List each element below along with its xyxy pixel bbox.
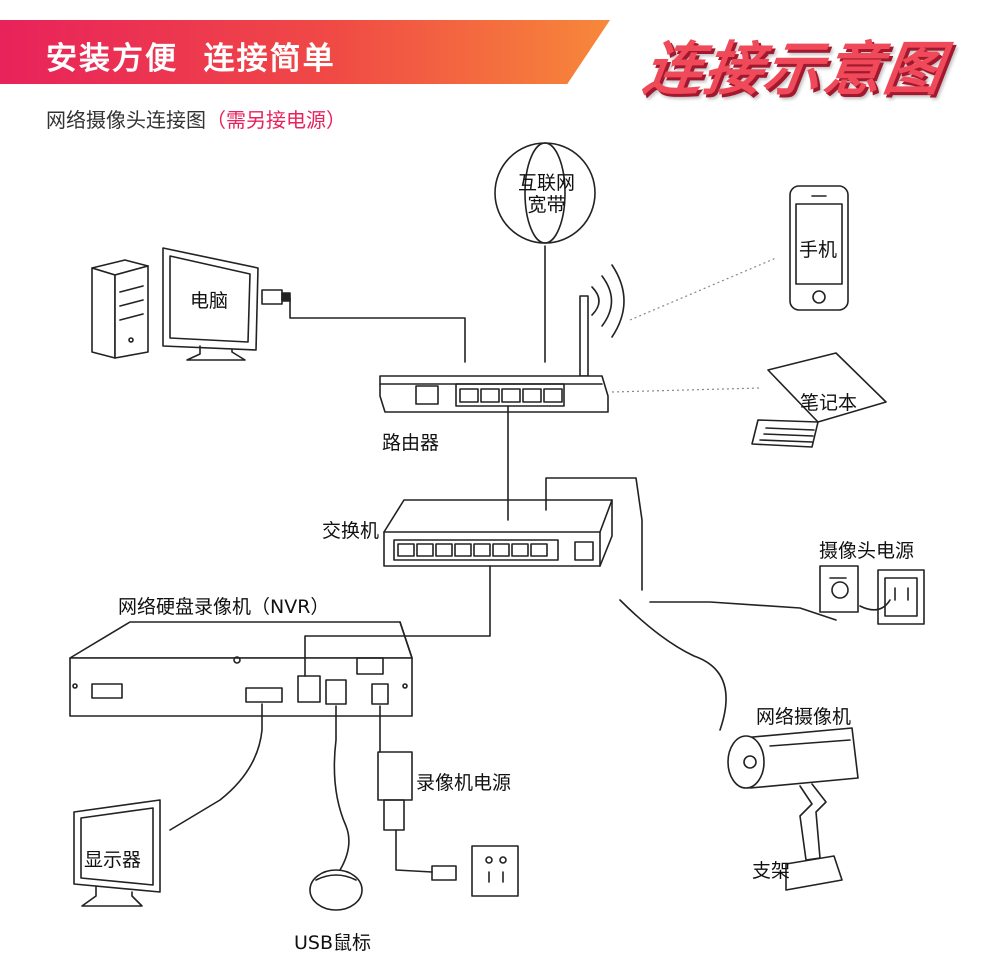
pc-label: 电脑 [190, 290, 229, 312]
monitor-icon [73, 799, 161, 907]
recorder-power-adapter-icon [377, 751, 519, 897]
router-label: 路由器 [382, 432, 440, 454]
camera-power-label: 摄像头电源 [819, 540, 915, 562]
diagram-subtitle: 网络摄像头连接图（需另接电源） [46, 104, 346, 133]
internet-label-line2: 宽带 [527, 194, 566, 216]
recorder-power-label: 录像机电源 [416, 772, 512, 794]
header-banner [0, 20, 610, 84]
usb-mouse-label: USB鼠标 [294, 932, 372, 954]
usb-mouse-icon [309, 869, 363, 911]
mount-label: 支架 [752, 860, 791, 882]
phone-label: 手机 [799, 239, 838, 261]
banner-text: 安装方便 连接简单 [46, 41, 336, 77]
internet-label: 互联网 宽带 [518, 172, 575, 216]
nvr-icon [69, 621, 413, 717]
nvr-label: 网络硬盘录像机（NVR） [118, 596, 330, 618]
laptop-icon [751, 352, 887, 448]
subtitle-note: （需另接电源） [206, 108, 346, 132]
phone-icon [789, 185, 849, 311]
ip-camera-icon [727, 727, 859, 891]
laptop-label: 笔记本 [800, 392, 858, 414]
subtitle-main: 网络摄像头连接图 [46, 108, 206, 132]
switch-label: 交换机 [322, 520, 380, 542]
wireless-links [611, 257, 777, 393]
internet-label-line1: 互联网 [518, 172, 576, 194]
router-icon [379, 264, 625, 413]
camera-power-adapter-icon [819, 565, 925, 625]
pc-icon [91, 247, 291, 361]
cables [169, 245, 891, 873]
monitor-label: 显示器 [84, 849, 142, 871]
internet-globe-icon [494, 142, 596, 244]
switch-icon [383, 499, 613, 567]
ip-camera-label: 网络摄像机 [756, 706, 852, 728]
